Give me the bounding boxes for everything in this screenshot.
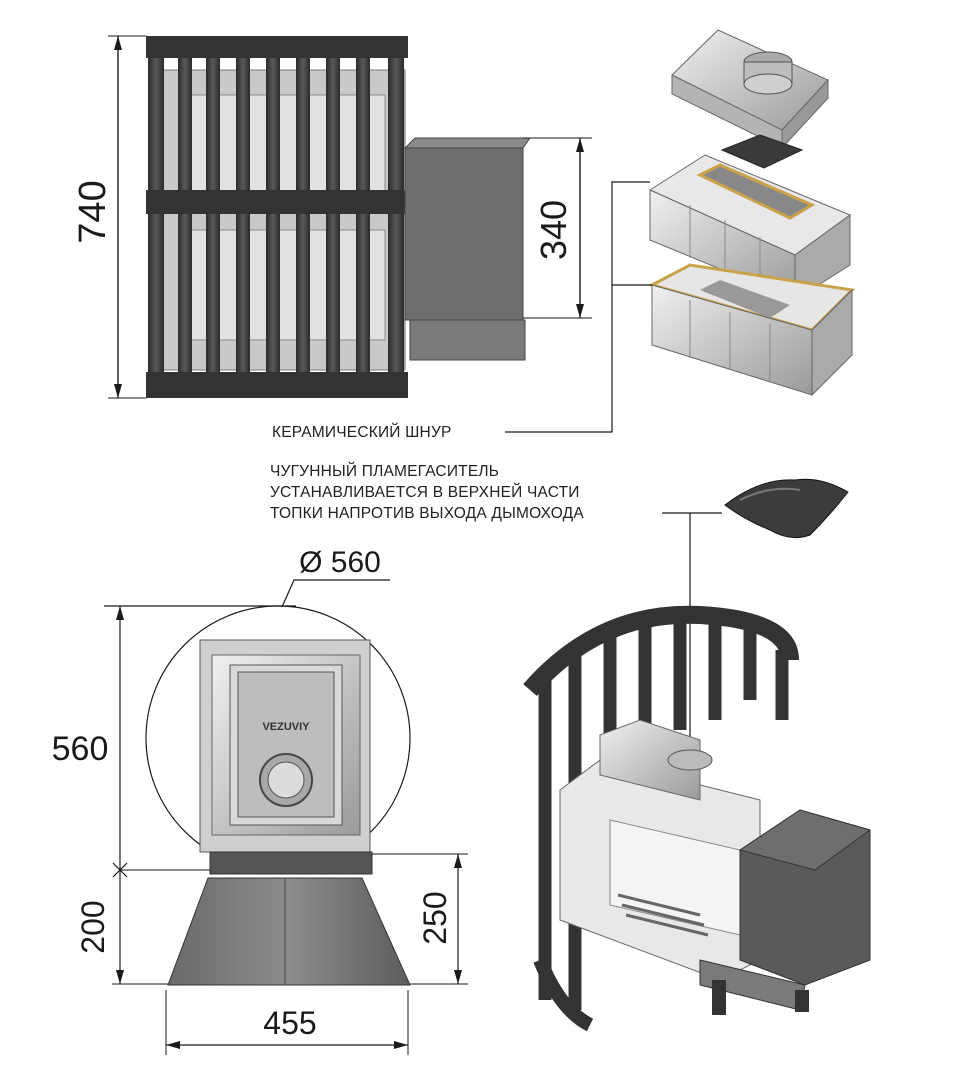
dimension-740: 740 xyxy=(72,35,146,399)
dimension-200: 200 xyxy=(75,869,210,985)
exploded-lid xyxy=(671,29,829,150)
flame-damper-line-2: УСТАНАВЛИВАЕТСЯ В ВЕРХНЕЙ ЧАСТИ xyxy=(270,483,580,501)
flame-damper-part xyxy=(724,478,849,539)
flame-damper-note: ЧУГУННЫЙ ПЛАМЕГАСИТЕЛЬ УСТАНАВЛИВАЕТСЯ В… xyxy=(270,462,849,790)
side-view-grille xyxy=(146,36,408,398)
front-view: VEZUVIY Ø 560 560 200 xyxy=(52,546,468,1055)
dimension-diameter-label: Ø 560 xyxy=(299,546,381,579)
dimension-340: 340 xyxy=(523,137,592,319)
dimension-560-label: 560 xyxy=(52,730,109,768)
cutaway-view xyxy=(523,605,872,1032)
side-view: 740 340 xyxy=(72,35,592,399)
dimension-340-label: 340 xyxy=(533,200,574,260)
exploded-upper-body xyxy=(648,154,852,301)
dimension-455: 455 xyxy=(165,990,409,1055)
flame-damper-line-1: ЧУГУННЫЙ ПЛАМЕГАСИТЕЛЬ xyxy=(270,462,499,480)
front-view-stand xyxy=(167,877,411,986)
dimension-200-label: 200 xyxy=(75,900,111,953)
ceramic-cord-leader xyxy=(505,181,650,433)
exploded-view: КЕРАМИЧЕСКИЙ ШНУР xyxy=(272,29,856,441)
flame-damper-line-3: ТОПКИ НАПРОТИВ ВЫХОДА ДЫМОХОДА xyxy=(270,505,584,522)
dimension-740-label: 740 xyxy=(72,180,114,243)
dimension-diameter: Ø 560 xyxy=(104,546,390,608)
exploded-damper xyxy=(720,134,804,169)
dimension-250: 250 xyxy=(372,853,468,985)
exploded-lower-body xyxy=(647,263,856,397)
dimension-455-label: 455 xyxy=(263,1005,316,1041)
dimension-250-label: 250 xyxy=(417,891,453,944)
front-view-logo: VEZUVIY xyxy=(262,721,310,733)
ceramic-cord-label: КЕРАМИЧЕСКИЙ ШНУР xyxy=(272,423,452,441)
side-view-fire-tunnel xyxy=(404,147,524,321)
dimension-560: 560 xyxy=(52,606,128,878)
